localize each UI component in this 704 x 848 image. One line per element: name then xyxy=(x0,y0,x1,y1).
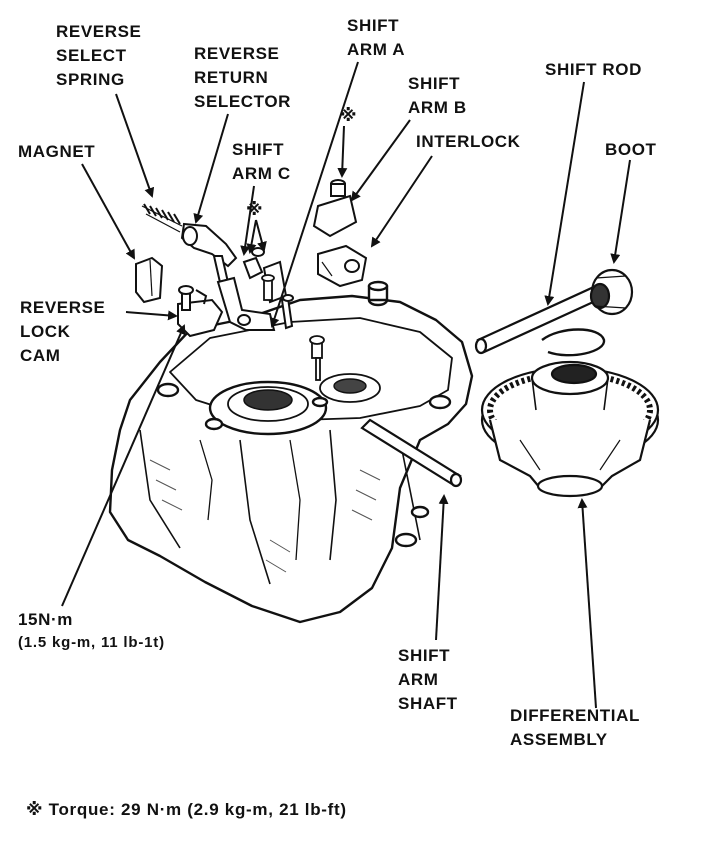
leader-shift-rod xyxy=(544,81,585,306)
label-shift-arm-b: SHIFT ARM B xyxy=(408,74,467,117)
leader-interlock xyxy=(370,155,433,248)
leader-asterisk-1 xyxy=(337,125,348,178)
label-magnet: MAGNET xyxy=(18,142,96,161)
label-shift-arm-c: SHIFT ARM C xyxy=(232,140,291,183)
interlock xyxy=(317,244,368,288)
label-torque-15nm: 15N·m xyxy=(18,610,73,629)
leader-asterisk-2b xyxy=(246,219,257,254)
label-interlock: INTERLOCK xyxy=(416,132,521,151)
label-asterisk-2: ※ xyxy=(246,200,264,219)
leader-shift-arm-c xyxy=(240,185,255,256)
leader-reverse-lock-cam xyxy=(125,310,178,321)
leader-torque-15nm xyxy=(61,324,186,607)
reverse-select-spring xyxy=(141,203,183,233)
label-shift-rod: SHIFT ROD xyxy=(545,60,643,79)
leader-lines xyxy=(61,61,631,709)
leader-reverse-select-spring xyxy=(115,93,155,198)
leader-reverse-return-selector xyxy=(193,113,229,224)
shift-arm-b xyxy=(312,179,358,238)
boot xyxy=(589,268,634,316)
leader-shift-arm-b xyxy=(350,119,411,202)
label-differential-assembly: DIFFERENTIAL ASSEMBLY xyxy=(510,706,640,749)
shift-rod xyxy=(474,284,604,355)
label-boot: BOOT xyxy=(605,140,657,159)
footnote-torque: ※ Torque: 29 N·m (2.9 kg-m, 21 lb-ft) xyxy=(26,800,347,819)
snap-ring xyxy=(541,328,606,357)
leader-shift-arm-a xyxy=(269,61,359,328)
label-shift-arm-shaft: SHIFT ARM SHAFT xyxy=(398,646,458,713)
transmission-housing xyxy=(108,280,474,624)
leader-differential-assembly xyxy=(577,498,597,709)
label-asterisk-1: ※ xyxy=(340,106,358,125)
bolt xyxy=(261,274,325,381)
leader-asterisk-2 xyxy=(255,219,267,252)
leader-shift-arm-shaft xyxy=(435,494,449,641)
label-torque-15nm-alt: (1.5 kg-m, 11 lb-1t) xyxy=(18,634,165,651)
differential-gear xyxy=(480,360,660,498)
magnet xyxy=(135,256,164,304)
label-reverse-lock-cam: REVERSE LOCK CAM xyxy=(20,298,106,365)
leader-magnet xyxy=(81,163,135,260)
label-shift-arm-a: SHIFT ARM A xyxy=(347,16,406,59)
reverse-lock-cam xyxy=(177,285,224,338)
label-reverse-return-selector: REVERSE RETURN SELECTOR xyxy=(194,44,292,111)
shift-arm-shaft xyxy=(360,418,463,488)
label-reverse-select-spring: REVERSE SELECT SPRING xyxy=(56,22,142,89)
leader-boot xyxy=(610,159,631,264)
